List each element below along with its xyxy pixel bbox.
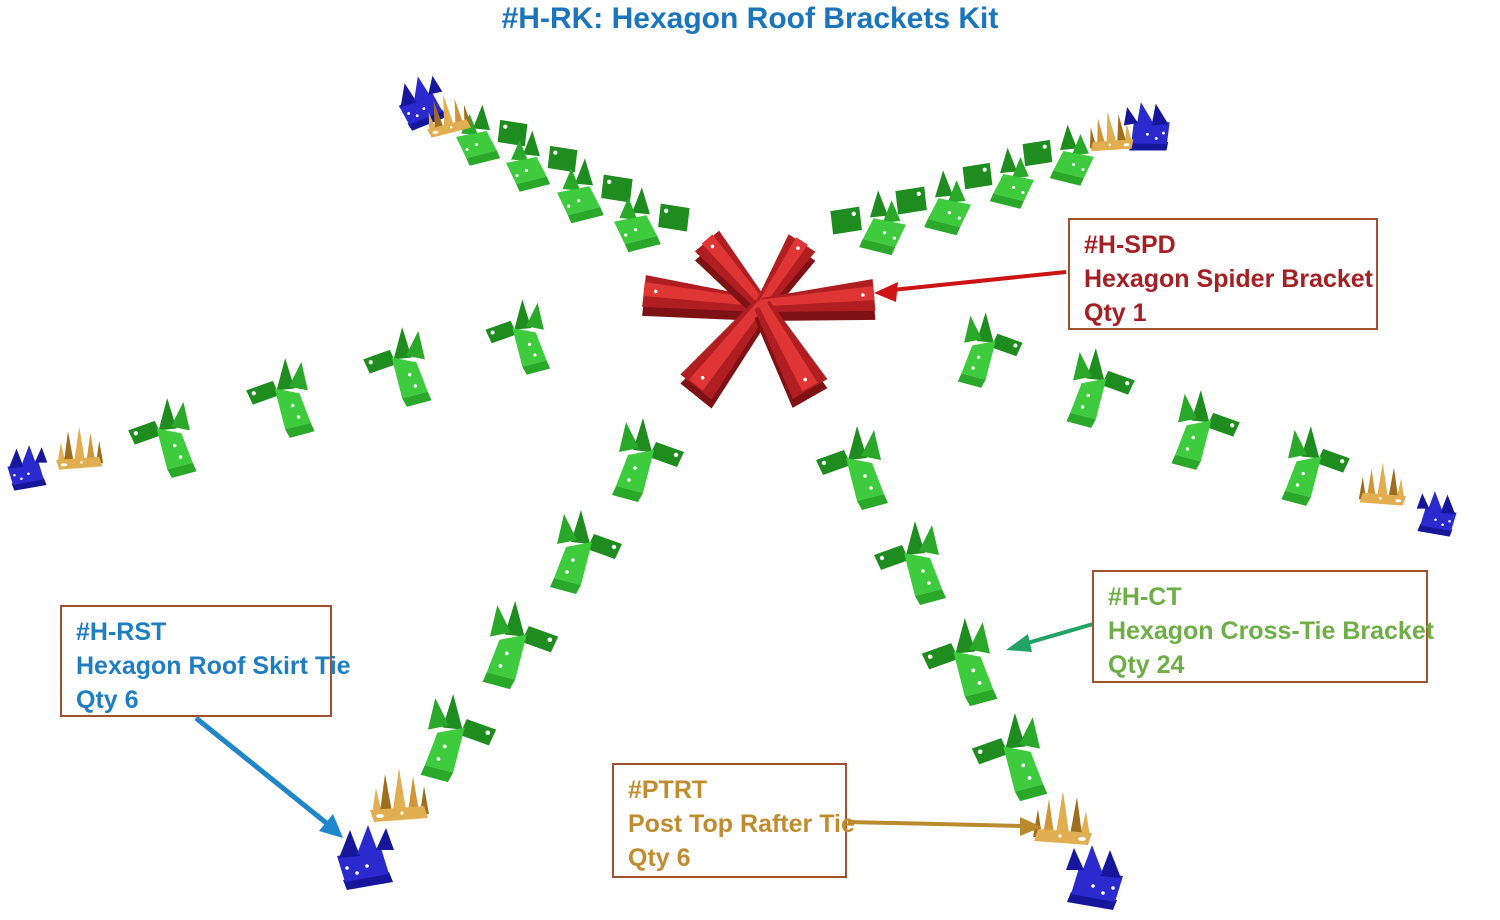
part-name: Hexagon Cross-Tie Bracket <box>1108 617 1435 645</box>
leader-arrows <box>194 270 1101 838</box>
callout-spider-bracket: #H-SPD Hexagon Spider Bracket Qty 1 <box>1068 218 1378 330</box>
cross-tie-bracket <box>874 521 946 605</box>
part-code: #H-SPD <box>1084 231 1176 259</box>
cross-tie-bracket <box>962 147 1034 209</box>
part-code: #PTRT <box>628 776 708 804</box>
roof-skirt-tie <box>1416 491 1457 537</box>
cross-tie-bracket <box>1066 348 1135 428</box>
cross-tie-bracket <box>246 358 315 438</box>
part-qty: Qty 6 <box>628 844 691 872</box>
part-qty: Qty 6 <box>76 686 139 714</box>
part-name: Post Top Rafter Tie <box>628 810 855 838</box>
page-title: #H-RK: Hexagon Roof Brackets Kit <box>501 2 999 35</box>
cross-tie-bracket <box>420 693 497 783</box>
cross-tie-bracket <box>971 712 1048 802</box>
part-qty: Qty 24 <box>1108 651 1185 679</box>
cross-tie-bracket <box>1281 426 1350 506</box>
post-top-rafter-tie <box>1358 462 1406 506</box>
callout-cross-tie-bracket: #H-CT Hexagon Cross-Tie Bracket Qty 24 <box>1092 570 1435 683</box>
cross-tie-bracket <box>816 426 888 510</box>
spider-arrow <box>891 270 1067 292</box>
cross-tie-bracket <box>485 299 551 375</box>
cross-tie-bracket <box>612 418 684 502</box>
cross-tie-bracket <box>482 600 559 690</box>
roof-skirt-tie <box>337 825 394 890</box>
cross-tie-bracket <box>1171 390 1240 470</box>
spider-bracket <box>642 230 876 409</box>
roof-skirt-tie <box>7 445 48 491</box>
part-code: #H-CT <box>1108 583 1182 611</box>
post-top-rafter-tie <box>56 426 104 470</box>
rafter-tie-arrowhead <box>1020 817 1042 836</box>
rafter-tie-arrow <box>847 820 1025 828</box>
spider-arrowhead <box>874 282 898 302</box>
callout-roof-skirt-tie: #H-RST Hexagon Roof Skirt Tie Qty 6 <box>60 605 351 717</box>
part-name: Hexagon Spider Bracket <box>1084 265 1373 293</box>
skirt-tie-arrowhead <box>319 814 343 838</box>
cross-tie-bracket <box>895 170 971 236</box>
post-top-rafter-tie <box>370 768 429 822</box>
post-top-rafter-tie <box>1033 791 1092 845</box>
cross-tie-bracket <box>957 312 1023 388</box>
cross-tie-bracket <box>128 398 197 478</box>
cross-tie-bracket <box>830 190 906 256</box>
cross-tie-bracket <box>550 510 622 594</box>
part-code: #H-RST <box>76 618 167 646</box>
skirt-tie-arrow <box>194 716 332 828</box>
cross-tie-bracket <box>363 327 432 407</box>
cross-tie-bracket <box>921 617 998 707</box>
cross-tie-bracket <box>1022 124 1094 186</box>
cross-tie-arrowhead <box>1006 634 1032 652</box>
roof-skirt-tie <box>1066 845 1123 910</box>
part-name: Hexagon Roof Skirt Tie <box>76 652 351 680</box>
callout-post-top-rafter-tie: #PTRT Post Top Rafter Tie Qty 6 <box>612 763 855 878</box>
part-qty: Qty 1 <box>1084 299 1147 327</box>
cross-tie-arrow <box>1023 620 1101 646</box>
